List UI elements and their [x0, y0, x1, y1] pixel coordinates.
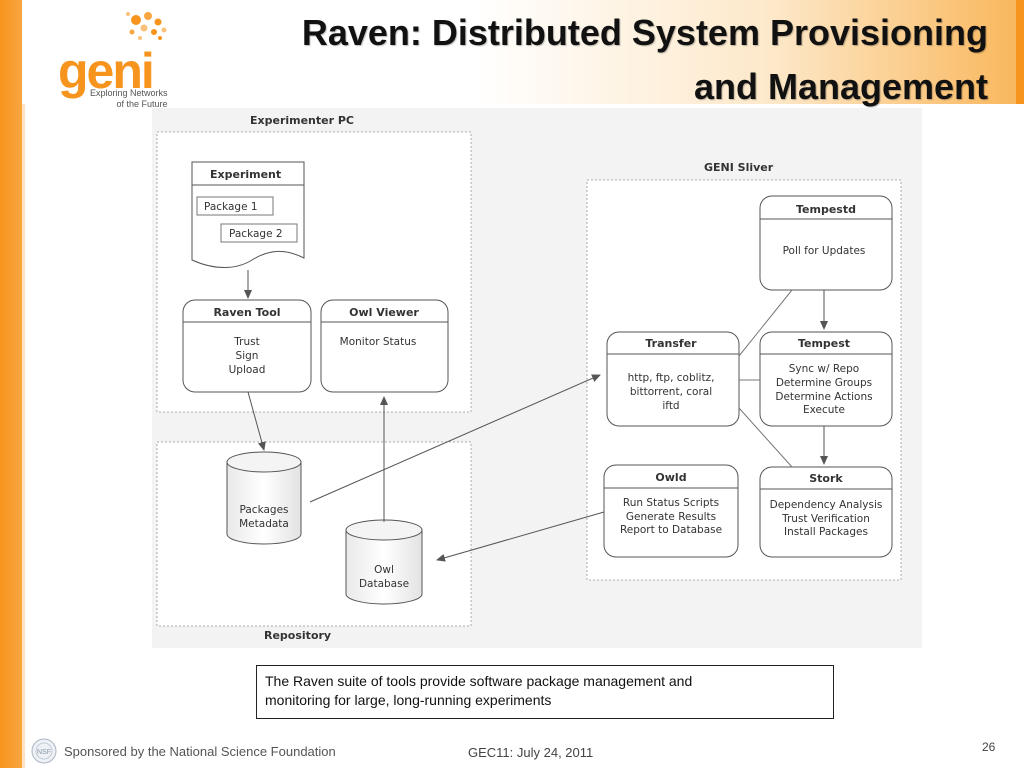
tempestd-label: Tempestd [796, 203, 856, 216]
architecture-diagram-svg: Experimenter PC Repository GENI Sliver E… [156, 114, 902, 642]
slide-title: Raven: Distributed System Provisioning a… [288, 6, 988, 114]
caption-line2: monitoring for large, long-running exper… [265, 692, 552, 708]
left-accent-bar [0, 0, 22, 768]
owl-viewer-box: Owl Viewer Monitor Status [320, 299, 449, 393]
owld-line3: Report to Database [620, 524, 722, 536]
owl-db-line2: Database [359, 578, 409, 590]
geni-logo: geni Exploring Networks of the Future [54, 6, 194, 109]
link-transfer-tempestd [738, 289, 793, 357]
logo-tagline-line2: of the Future [116, 99, 168, 109]
packages-db-line1: Packages [240, 504, 289, 516]
stork-line3: Install Packages [784, 526, 868, 538]
package2-box [220, 223, 298, 243]
link-transfer-stork [738, 407, 793, 468]
packages-metadata-database: Packages Metadata [226, 451, 302, 545]
slide-title-line1: Raven: Distributed System Provisioning [301, 12, 988, 53]
stork-box: Stork Dependency Analysis Trust Verifica… [759, 466, 893, 558]
package1-box [196, 196, 274, 216]
nsf-logo-text: NSF [37, 749, 51, 756]
header-band [22, 0, 1024, 104]
experimenter-pc-label: Experimenter PC [250, 114, 354, 127]
arrow-raven-to-packages [247, 391, 266, 451]
raven-tool-line2: Sign [236, 350, 259, 362]
owld-line1: Run Status Scripts [623, 497, 719, 509]
caption-line1: The Raven suite of tools provide softwar… [265, 673, 693, 689]
package1-label: Package 1 [204, 201, 258, 213]
raven-tool-line3: Upload [229, 364, 266, 376]
transfer-line2: bittorrent, coral [630, 386, 712, 398]
tempestd-box: Tempestd Poll for Updates [759, 195, 893, 291]
tempest-line1: Sync w/ Repo [789, 363, 859, 375]
owl-viewer-label: Owl Viewer [349, 306, 419, 319]
stork-line2: Trust Verification [781, 513, 870, 525]
owl-database: Owl Database [345, 519, 423, 605]
tempest-line2: Determine Groups [776, 377, 872, 389]
stork-label: Stork [809, 472, 843, 485]
arrow-owld-to-owldb [436, 511, 605, 562]
stork-line1: Dependency Analysis [770, 499, 883, 511]
owld-line2: Generate Results [626, 511, 716, 523]
tempestd-line1: Poll for Updates [783, 245, 866, 257]
geni-sliver-label: GENI Sliver [704, 161, 774, 174]
packages-db-line2: Metadata [239, 518, 289, 530]
transfer-label: Transfer [645, 337, 697, 350]
owl-viewer-line1: Monitor Status [340, 336, 417, 348]
page-number: 26 [982, 740, 996, 754]
owld-label: Owld [655, 471, 686, 484]
left-accent-edge [22, 0, 25, 768]
owl-db-line1: Owl [374, 564, 394, 576]
transfer-line1: http, ftp, coblitz, [628, 372, 715, 384]
owld-box: Owld Run Status Scripts Generate Results… [603, 464, 739, 558]
arrow-packages-to-transfer [309, 374, 601, 503]
caption-box: The Raven suite of tools provide softwar… [256, 665, 834, 719]
transfer-line3: iftd [662, 400, 679, 412]
experiment-label: Experiment [210, 168, 281, 181]
header-right-strip [1016, 0, 1024, 104]
slide-title-line2: and Management [693, 66, 988, 107]
footer-sponsor: Sponsored by the National Science Founda… [64, 744, 336, 759]
raven-tool-line1: Trust [233, 336, 259, 348]
tempest-line3: Determine Actions [775, 391, 872, 403]
raven-tool-box: Raven Tool Trust Sign Upload [182, 299, 312, 393]
package2-label: Package 2 [229, 228, 283, 240]
raven-tool-label: Raven Tool [213, 306, 280, 319]
nsf-logo-icon: NSF [31, 738, 57, 764]
repository-group [156, 441, 472, 627]
repository-label: Repository [264, 629, 331, 642]
tempest-line4: Execute [803, 404, 845, 416]
geni-logo-tagline: Exploring Networks of the Future [90, 88, 168, 110]
architecture-diagram: Experimenter PC Repository GENI Sliver E… [152, 108, 922, 648]
geni-logo-dots-icon [126, 12, 167, 40]
tempest-box: Tempest Sync w/ Repo Determine Groups De… [759, 331, 893, 427]
tempest-label: Tempest [798, 337, 850, 350]
experiment-document: Experiment Package 1 Package 2 [191, 161, 305, 268]
geni-logo-word: geni [58, 43, 155, 99]
footer-event: GEC11: July 24, 2011 [468, 745, 594, 760]
logo-tagline-line1: Exploring Networks [90, 88, 168, 98]
transfer-box: Transfer http, ftp, coblitz, bittorrent,… [606, 331, 740, 427]
